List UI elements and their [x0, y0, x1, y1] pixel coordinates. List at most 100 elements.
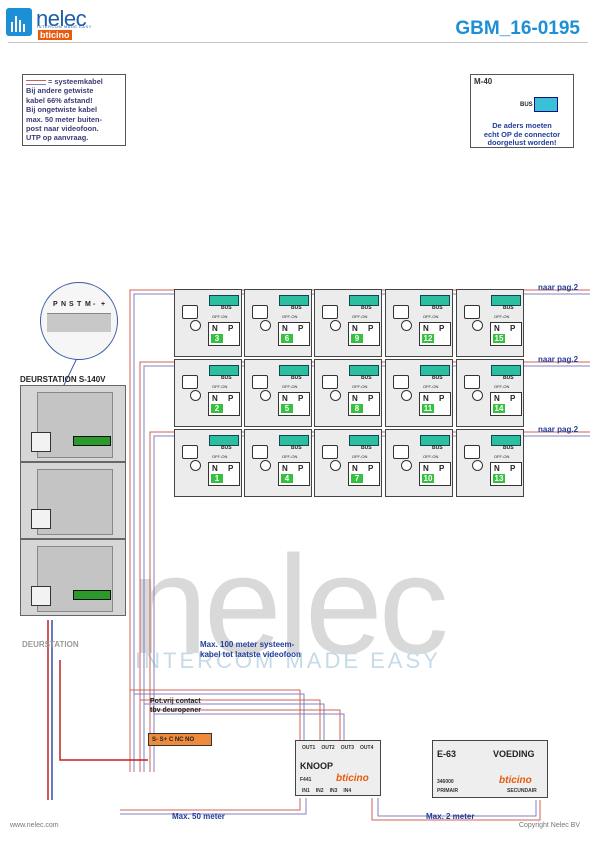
door-module-bottom [20, 539, 126, 616]
nav-button-icon [260, 460, 271, 471]
n-label: N [494, 464, 500, 473]
zoom-terminal-label: - [93, 301, 96, 308]
offon-label: OFF-ON [423, 384, 439, 389]
unit-number: 14 [493, 404, 505, 413]
screen-icon [464, 375, 480, 389]
bus-terminal-icon [349, 365, 379, 376]
module-terminal-strip [73, 436, 111, 446]
screen-icon [322, 305, 338, 319]
cable-legend-label: = systeemkabel [48, 77, 103, 86]
deurstation-title: DEURSTATION S-140V [20, 375, 106, 384]
p-label: P [228, 464, 234, 473]
bus-terminal-icon [491, 365, 521, 376]
screen-icon [393, 445, 409, 459]
m40-note-line: doorgelust worden! [487, 138, 557, 148]
offon-label: OFF-ON [282, 384, 298, 389]
bus-label: BUS [291, 445, 302, 451]
call-button [31, 432, 51, 452]
bus-terminal-icon [209, 295, 239, 306]
zoom-terminal-label: S [69, 301, 74, 308]
offon-label: OFF-ON [352, 454, 368, 459]
next-page-label: naar pag.2 [538, 425, 579, 434]
nav-button-icon [260, 320, 271, 331]
bus-label: BUS [221, 305, 232, 311]
voeding-model: E-63 [437, 749, 457, 759]
offon-label: OFF-ON [212, 314, 228, 319]
unit-number: 8 [351, 404, 363, 413]
screen-icon [182, 305, 198, 319]
bus-label: BUS [432, 445, 443, 451]
unit-number: 5 [281, 404, 293, 413]
knoop-in-terminal: IN4 [343, 788, 352, 794]
bus-label: BUS [361, 375, 372, 381]
max50-label: Max. 50 meter [172, 812, 225, 821]
module-terminal-strip [73, 590, 111, 600]
next-page-label: naar pag.2 [538, 283, 579, 292]
max100-note: Max. 100 meter systeem- kabel tot laatst… [200, 640, 301, 660]
unit-number: 15 [493, 334, 505, 343]
unit-number: 11 [422, 404, 434, 413]
knoop-in-terminal: IN1 [302, 788, 310, 794]
knoop-out-terminal: OUT2 [321, 745, 335, 751]
max100-line: kabel tot laatste videofoon [200, 650, 301, 659]
offon-label: OFF-ON [494, 384, 510, 389]
cable-note-box: = systeemkabel Bij andere getwiste kabel… [22, 74, 126, 146]
bus-label: BUS [361, 445, 372, 451]
bus-connector-icon [534, 97, 558, 112]
unit-number: 9 [351, 334, 363, 343]
unit-number: 12 [422, 334, 434, 343]
door-module-top [20, 385, 126, 462]
offon-label: OFF-ON [423, 314, 439, 319]
p-label: P [298, 324, 304, 333]
knoop-code: F441 [300, 777, 312, 783]
voeding-device: E-63 VOEDING 346000 bticino PRIMAIR SECU… [432, 740, 548, 798]
screen-icon [252, 375, 268, 389]
voeding-brand: bticino [499, 775, 532, 786]
bus-terminal-icon [420, 365, 450, 376]
nav-button-icon [190, 460, 201, 471]
bus-terminal-icon [349, 435, 379, 446]
bus-terminal-icon [279, 295, 309, 306]
note-line: max. 50 meter buiten- [26, 114, 102, 124]
zoom-terminal-label: T [77, 301, 82, 308]
nav-button-icon [401, 390, 412, 401]
n-label: N [352, 394, 358, 403]
knoop-out-terminal: OUT3 [340, 745, 355, 751]
zoom-terminal-label: N [61, 301, 67, 308]
n-label: N [423, 464, 429, 473]
screen-icon [252, 445, 268, 459]
bus-label: BUS [291, 305, 302, 311]
unit-number: 6 [281, 334, 293, 343]
nav-button-icon [330, 460, 341, 471]
m40-label: M-40 [474, 77, 493, 86]
door-module-middle [20, 462, 126, 539]
knoop-out-terminal: OUT4 [360, 745, 374, 751]
footer-copyright: Copyright Nelec BV [518, 822, 580, 829]
bus-label: BUS [503, 445, 514, 451]
unit-number: 4 [281, 474, 293, 483]
bus-terminal-icon [209, 365, 239, 376]
bus-label: BUS [432, 305, 443, 311]
p-label: P [298, 394, 304, 403]
offon-label: OFF-ON [494, 454, 510, 459]
zoom-terminal-label: + [101, 301, 106, 308]
n-label: N [212, 464, 218, 473]
offon-label: OFF-ON [212, 384, 228, 389]
knoop-in-terminal: IN3 [329, 788, 338, 794]
footer-url: www.nelec.com [10, 822, 59, 829]
note-line: Bij andere getwiste [26, 86, 94, 96]
